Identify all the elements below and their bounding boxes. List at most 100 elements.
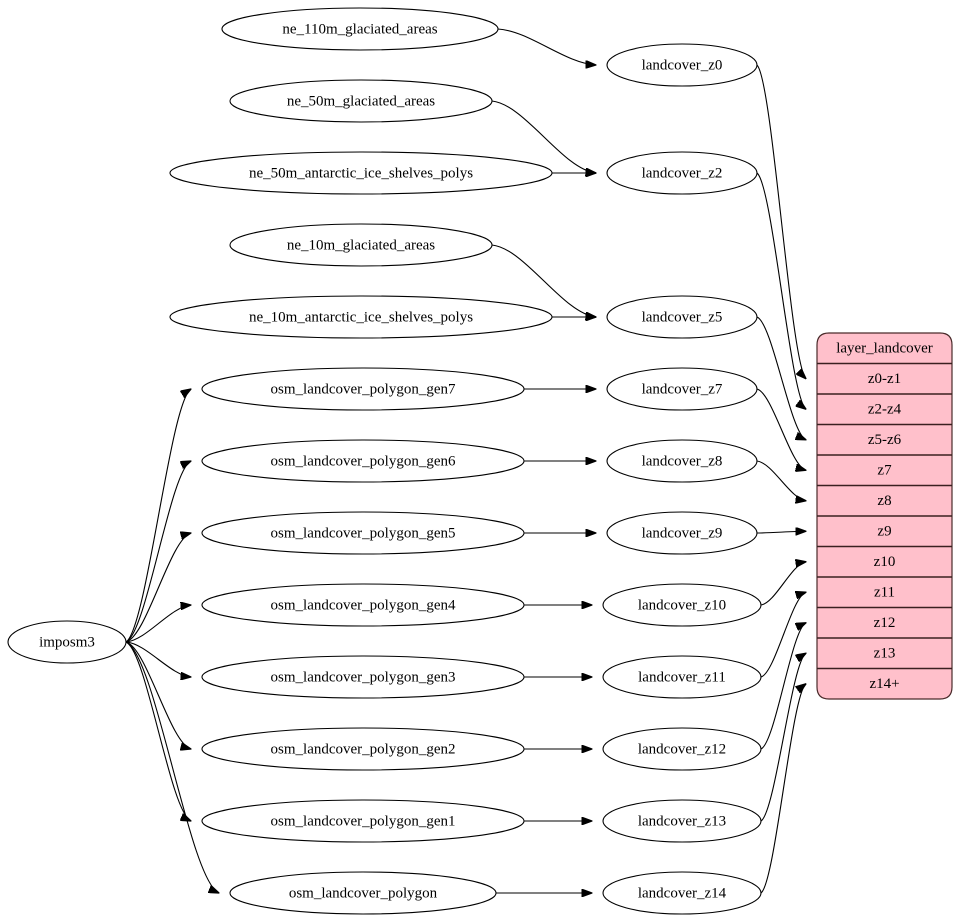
source-node-osm_landcover_polygon_gen4[interactable]: osm_landcover_polygon_gen4 — [201, 583, 525, 627]
node-label: ne_10m_glaciated_areas — [287, 237, 435, 253]
node-shape — [602, 583, 762, 627]
edge-imposm3-to-osm_landcover_polygon_gen2 — [125, 641, 191, 749]
edge-landcover_z13-to-z13 — [760, 653, 806, 822]
source-node-ne_10m_antarctic_ice_shelves_polys[interactable]: ne_10m_antarctic_ice_shelves_polys — [169, 295, 553, 339]
node-shape — [602, 799, 762, 843]
edge-imposm3-to-osm_landcover_polygon_gen7 — [125, 389, 191, 643]
landcover-node-landcover_z8[interactable]: landcover_z8 — [606, 439, 758, 483]
source-node-ne_110m_glaciated_areas[interactable]: ne_110m_glaciated_areas — [221, 7, 499, 51]
node-label: landcover_z10 — [638, 597, 726, 613]
node-label: landcover_z0 — [642, 57, 723, 73]
source-node-ne_10m_glaciated_areas[interactable]: ne_10m_glaciated_areas — [229, 223, 493, 267]
node-shape — [7, 620, 127, 664]
node-label: landcover_z12 — [638, 741, 726, 757]
table-row-label: z8 — [877, 493, 891, 509]
node-shape — [201, 727, 525, 771]
node-shape — [602, 727, 762, 771]
node-shape — [606, 439, 758, 483]
table-row-label: z10 — [874, 554, 896, 570]
edge-imposm3-to-osm_landcover_polygon_gen3 — [125, 641, 191, 677]
table-row-z0-z1[interactable]: z0-z1 — [868, 371, 901, 387]
node-shape — [169, 295, 553, 339]
edge-landcover_z14-to-z14+ — [760, 684, 806, 894]
edge-landcover_z12-to-z12 — [760, 623, 806, 750]
table-row-label: z12 — [874, 615, 896, 631]
table-row-z9[interactable]: z9 — [877, 524, 891, 540]
table-row-z14+[interactable]: z14+ — [869, 676, 899, 692]
node-shape — [229, 79, 493, 123]
node-label: osm_landcover_polygon_gen2 — [271, 741, 456, 757]
landcover-node-landcover_z12[interactable]: landcover_z12 — [602, 727, 762, 771]
node-label: landcover_z5 — [642, 309, 723, 325]
landcover-node-landcover_z11[interactable]: landcover_z11 — [602, 655, 762, 699]
landcover-node-landcover_z2[interactable]: landcover_z2 — [606, 151, 758, 195]
landcover-node-landcover_z10[interactable]: landcover_z10 — [602, 583, 762, 627]
table-row-z11[interactable]: z11 — [874, 585, 895, 601]
node-label: osm_landcover_polygon_gen3 — [271, 669, 456, 685]
node-label: osm_landcover_polygon_gen4 — [271, 597, 456, 613]
table-row-z13[interactable]: z13 — [874, 646, 896, 662]
node-label: ne_110m_glaciated_areas — [282, 21, 437, 37]
node-shape — [229, 223, 493, 267]
source-node-osm_landcover_polygon_gen7[interactable]: osm_landcover_polygon_gen7 — [201, 367, 525, 411]
node-label: landcover_z11 — [638, 669, 726, 685]
table-row-z8[interactable]: z8 — [877, 493, 891, 509]
edge-landcover_z5-to-z5-z6 — [756, 316, 806, 440]
table-row-label: z2-z4 — [868, 402, 902, 418]
node-label: osm_landcover_polygon_gen5 — [271, 525, 456, 541]
table-row-z5-z6[interactable]: z5-z6 — [868, 432, 902, 448]
source-node-imposm3[interactable]: imposm3 — [7, 620, 127, 664]
landcover-node-landcover_z14[interactable]: landcover_z14 — [602, 871, 762, 915]
edge-landcover_z8-to-z8 — [756, 460, 806, 501]
table-row-z12[interactable]: z12 — [874, 615, 896, 631]
node-label: landcover_z9 — [642, 525, 723, 541]
node-label: ne_50m_antarctic_ice_shelves_polys — [249, 165, 473, 181]
node-label: landcover_z14 — [638, 885, 727, 901]
edge-imposm3-to-osm_landcover_polygon — [125, 641, 219, 893]
edge-ne_10m_glaciated_areas-to-landcover_z5 — [491, 244, 596, 317]
landcover-node-landcover_z0[interactable]: landcover_z0 — [606, 43, 758, 87]
source-node-osm_landcover_polygon_gen1[interactable]: osm_landcover_polygon_gen1 — [201, 799, 525, 843]
landcover-node-landcover_z9[interactable]: landcover_z9 — [606, 511, 758, 555]
node-shape — [602, 655, 762, 699]
source-node-osm_landcover_polygon[interactable]: osm_landcover_polygon — [229, 871, 497, 915]
source-node-osm_landcover_polygon_gen2[interactable]: osm_landcover_polygon_gen2 — [201, 727, 525, 771]
node-shape — [606, 43, 758, 87]
edge-imposm3-to-osm_landcover_polygon_gen4 — [125, 605, 191, 643]
node-label: ne_10m_antarctic_ice_shelves_polys — [249, 309, 473, 325]
table-row-label: z7 — [877, 463, 892, 479]
edge-landcover_z11-to-z11 — [760, 592, 806, 678]
node-label: osm_landcover_polygon — [289, 885, 438, 901]
table-row-z2-z4[interactable]: z2-z4 — [868, 402, 902, 418]
edge-imposm3-to-osm_landcover_polygon_gen1 — [125, 641, 191, 821]
edge-imposm3-to-osm_landcover_polygon_gen6 — [125, 461, 191, 643]
edge-landcover_z7-to-z7 — [756, 388, 806, 470]
landcover-node-landcover_z7[interactable]: landcover_z7 — [606, 367, 758, 411]
table-row-label: z11 — [874, 585, 895, 601]
edge-landcover_z9-to-z9 — [756, 531, 806, 533]
landcover-node-landcover_z5[interactable]: landcover_z5 — [606, 295, 758, 339]
source-node-osm_landcover_polygon_gen6[interactable]: osm_landcover_polygon_gen6 — [201, 439, 525, 483]
node-shape — [606, 295, 758, 339]
table-header-label: layer_landcover — [836, 341, 933, 357]
table-row-z10[interactable]: z10 — [874, 554, 896, 570]
node-shape — [201, 799, 525, 843]
source-node-osm_landcover_polygon_gen5[interactable]: osm_landcover_polygon_gen5 — [201, 511, 525, 555]
table-row-z7[interactable]: z7 — [877, 463, 892, 479]
node-shape — [221, 7, 499, 51]
source-node-ne_50m_antarctic_ice_shelves_polys[interactable]: ne_50m_antarctic_ice_shelves_polys — [169, 151, 553, 195]
node-shape — [606, 367, 758, 411]
node-shape — [606, 151, 758, 195]
node-label: osm_landcover_polygon_gen7 — [271, 381, 456, 397]
node-shape — [606, 511, 758, 555]
edge-landcover_z10-to-z10 — [760, 562, 806, 606]
source-node-osm_landcover_polygon_gen3[interactable]: osm_landcover_polygon_gen3 — [201, 655, 525, 699]
node-shape — [201, 367, 525, 411]
edge-imposm3-to-osm_landcover_polygon_gen5 — [125, 533, 191, 643]
node-label: osm_landcover_polygon_gen6 — [271, 453, 456, 469]
source-node-ne_50m_glaciated_areas[interactable]: ne_50m_glaciated_areas — [229, 79, 493, 123]
table-row-label: z13 — [874, 646, 896, 662]
edge-landcover_z0-to-z0-z1 — [756, 64, 806, 379]
landcover-node-landcover_z13[interactable]: landcover_z13 — [602, 799, 762, 843]
node-shape — [201, 655, 525, 699]
